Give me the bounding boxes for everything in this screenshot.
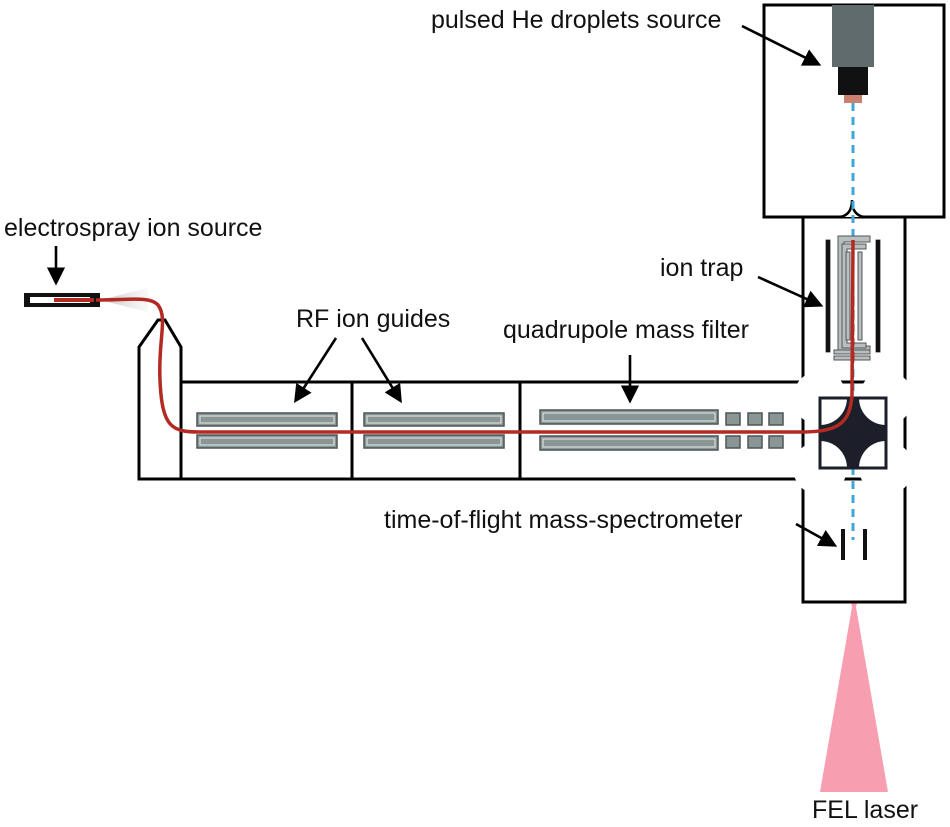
label-fel: FEL laser (812, 796, 918, 824)
label-quad-filter: quadrupole mass filter (503, 316, 749, 344)
label-esi-source: electrospray ion source (4, 214, 262, 242)
tof-plates (841, 529, 867, 560)
arrow-he-source (741, 24, 822, 66)
arrow-ion-trap (757, 275, 824, 308)
label-ion-trap: ion trap (660, 254, 743, 282)
label-he-source: pulsed He droplets source (431, 6, 721, 34)
quadrupole-bender (793, 371, 913, 495)
arrow-rf-guide-2 (360, 337, 402, 404)
ion-path (95, 239, 855, 434)
arrow-tof (795, 522, 838, 547)
he-nozzle (832, 5, 874, 103)
rf-guide-1 (196, 412, 338, 449)
rf-guide-2 (363, 412, 505, 449)
label-rf-guides: RF ion guides (296, 305, 450, 333)
quadrupole-rods (539, 409, 784, 451)
ion-trap-electrodes (825, 235, 881, 361)
label-tof: time-of-flight mass-spectrometer (384, 506, 742, 534)
arrow-rf-guide-1 (294, 337, 338, 404)
